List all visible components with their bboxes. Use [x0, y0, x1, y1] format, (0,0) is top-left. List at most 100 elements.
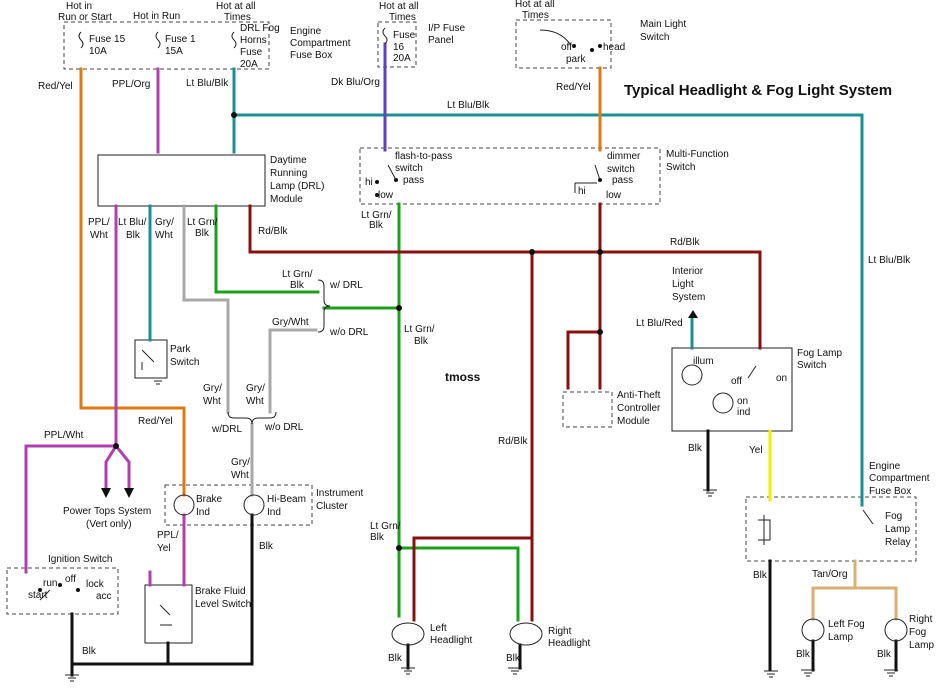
label-fuse16-b: 16 — [393, 42, 405, 53]
label-gry-c-2: Wht — [231, 470, 249, 481]
label-w-drl: w/ DRL — [329, 280, 363, 291]
label-ml-hot-2: Times — [522, 10, 549, 21]
label-fuse16-amp: 20A — [393, 53, 411, 64]
label-power-tops-2: (Vert only) — [86, 519, 132, 530]
label-fuse1-amp: 15A — [165, 46, 183, 57]
anti-theft-module-box — [562, 391, 613, 428]
label-ip-panel-1: I/P Fuse — [428, 23, 465, 34]
lamps — [173, 364, 908, 646]
label-main-light-2: Switch — [640, 32, 669, 43]
junction-dot — [113, 443, 119, 449]
label-ppl-wht-2: Wht — [90, 230, 108, 241]
label-lt-blu-red: Lt Blu/Red — [636, 318, 683, 329]
label-gry-a-1: Gry/ — [203, 383, 222, 394]
label-ecfb-r-1: Engine — [869, 461, 901, 472]
label-lh-2: Headlight — [430, 635, 472, 646]
fuse-15-symbol — [78, 31, 84, 49]
wire-rd-blk-anti-left — [566, 330, 602, 390]
label-anti-3: Module — [617, 416, 650, 427]
label-blk-cluster: Blk — [259, 541, 274, 552]
label-ip-hot-2: Times — [389, 12, 416, 23]
label-ign-acc: acc — [96, 591, 112, 602]
label-hot-in-run: Hot in Run — [133, 11, 180, 22]
f2p-hi-contact — [375, 180, 379, 184]
label-dk-blu-org: Dk Blu/Org — [331, 77, 380, 88]
label-ltgrn-low-2: Blk — [370, 532, 385, 543]
label-lt-blu-blk-2: Lt Blu/Blk — [447, 100, 490, 111]
label-gry-a-2: Wht — [203, 396, 221, 407]
label-ltgrn-drl-1: Lt Grn/ — [282, 269, 313, 280]
fog-ind-bulb — [712, 392, 734, 414]
label-blk-relay: Blk — [753, 570, 768, 581]
power-tops-arrow-left-icon — [101, 488, 111, 498]
label-fog-relay-1: Fog — [885, 511, 902, 522]
label-ip-hot-1: Hot at all — [379, 1, 418, 12]
label-wdrl: w/DRL — [211, 424, 242, 435]
label-ltgrn-mid-2: Blk — [414, 336, 429, 347]
power-tops-arrow-right-icon — [124, 488, 134, 498]
label-yel: Yel — [749, 445, 763, 456]
label-ml-head: head — [603, 42, 625, 53]
diagram-title: Typical Headlight & Fog Light System — [624, 82, 892, 99]
label-gry-c-1: Gry/ — [231, 457, 250, 468]
label-ltgrn-mid-1: Lt Grn/ — [404, 324, 435, 335]
ignition-switch-box — [6, 567, 119, 615]
ignition-blade — [39, 589, 51, 601]
label-ppl-wht-1: PPL/ — [88, 217, 110, 228]
label-ecfb-r-3: Fuse Box — [869, 486, 911, 497]
wire-lt-grn-drl — [214, 204, 320, 294]
label-hibeam-2: Ind — [267, 507, 281, 518]
wires-group — [24, 42, 898, 677]
label-power-tops-1: Power Tops System — [63, 506, 151, 517]
junction-dot — [396, 545, 402, 551]
label-fog-illum: illum — [693, 356, 714, 367]
drl-module-box — [97, 154, 266, 207]
label-gry-2: Wht — [155, 230, 173, 241]
label-mfs-1: Multi-Function — [666, 149, 729, 160]
ign-contact-1 — [38, 588, 42, 592]
label-cluster-2: Cluster — [316, 501, 348, 512]
ignition-ground-icon — [65, 674, 79, 682]
label-fuse1: Fuse 1 — [165, 34, 196, 45]
label-drl-2: Running — [270, 168, 307, 179]
label-blk-lf: Blk — [796, 649, 811, 660]
label-gry-1: Gry/ — [155, 217, 174, 228]
switch-contacts — [38, 29, 874, 626]
label-ip-panel-2: Panel — [428, 35, 454, 46]
label-ppl-wht-h: PPL/Wht — [44, 430, 84, 441]
label-ltgrn-sw-1: Lt Grn/ — [361, 210, 392, 221]
left-fog-bulb — [801, 618, 825, 642]
label-drl-fog-3: Fuse — [240, 47, 263, 58]
label-lh-1: Left — [430, 623, 447, 634]
label-ecfb-2: Compartment — [290, 38, 351, 49]
label-fuse15-amp: 10A — [89, 46, 107, 57]
label-cluster-1: Instrument — [316, 488, 363, 499]
label-drl-1: Daytime — [270, 155, 307, 166]
label-gry-b-2: Wht — [246, 396, 264, 407]
label-ltblu-2: Blk — [126, 230, 141, 241]
label-interior-3: System — [672, 292, 705, 303]
label-fog-relay-2: Lamp — [885, 524, 910, 535]
park-switch-blade — [141, 349, 155, 370]
label-bfl-1: Brake Fluid — [195, 586, 246, 597]
label-wo-drl: w/o DRL — [329, 327, 369, 338]
label-brake-1: Brake — [196, 494, 223, 505]
label-blk-rf: Blk — [877, 649, 892, 660]
label-ign-off: off — [65, 574, 76, 585]
hibeam-ind-bulb — [243, 494, 265, 516]
label-ml-hot-1: Hot at all — [515, 0, 554, 10]
label-drl-fog-1: DRL Fog — [240, 23, 280, 34]
label-drl-fog-2: Horns — [240, 35, 267, 46]
label-lt-blu-blk: Lt Blu/Blk — [186, 78, 229, 89]
junction-dot — [597, 249, 603, 255]
label-blk-rh: Blk — [506, 653, 521, 664]
instrument-cluster-box — [164, 484, 313, 526]
label-rh-2: Headlight — [548, 638, 590, 649]
label-fog-sw-2: Switch — [797, 360, 826, 371]
label-hot-run-start-2: Run or Start — [58, 12, 112, 23]
wire-gry-wht-a — [182, 204, 230, 414]
left-fog-ground-icon — [801, 669, 815, 677]
label-rf-3: Lamp — [909, 640, 934, 651]
ip-fuse-panel — [377, 21, 417, 68]
